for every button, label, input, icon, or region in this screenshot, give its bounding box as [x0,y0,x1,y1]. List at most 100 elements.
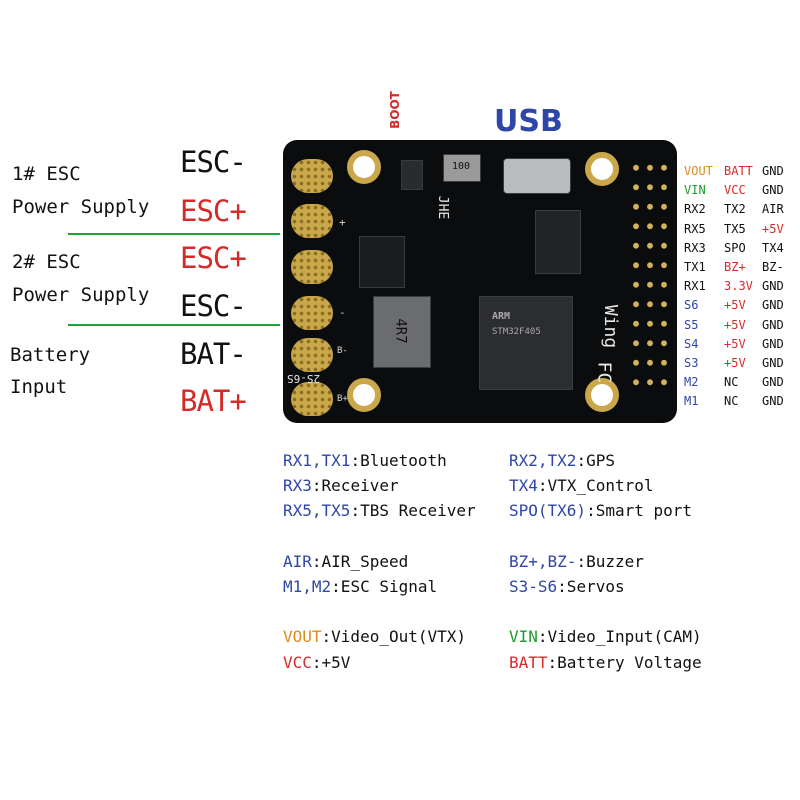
pin-label: +5V [724,336,746,351]
pin-label: RX5 [684,221,706,236]
legend-tx4: TX4:VTX_Control [509,476,654,495]
legend-value: :+5V [311,653,351,672]
pin-label: AIR [762,202,784,217]
legend-key: RX3 [283,476,312,495]
pad-label-esc-minus-1: ESC- [180,145,247,179]
silk-brand: JHE [435,195,451,220]
pin-label: NC [724,375,739,390]
pin-label: RX3 [684,240,706,255]
pad-label-bat-plus: BAT+ [180,384,247,418]
pin-label: S5 [684,317,699,332]
mcu-brand: ARM [492,311,511,322]
legend-vin: VIN:Video_Input(CAM) [509,627,702,646]
solder-pad-bat-plus [291,382,333,416]
usb-connector [503,158,571,194]
legend-value: :Battery Voltage [547,653,702,672]
boot-label: BOOT [388,91,402,129]
legend-vcc: VCC:+5V [283,653,350,672]
pin-row: S3 +5V GND [684,356,800,376]
pad-label-esc-minus-2: ESC- [180,289,247,323]
legend-batt: BATT:Battery Voltage [509,653,702,672]
pin-label: TX5 [724,221,746,236]
legend-value: :Servos [557,577,625,596]
pin-label: GND [762,279,784,294]
solder-pad-bat-minus [291,338,333,372]
legend-key: AIR [283,552,312,571]
pin-label: RX1 [684,279,706,294]
pin-label: 3.3V [724,279,753,294]
pin-label: M1 [684,394,699,409]
battery-label-line2: Input [10,376,68,398]
mcu-model: STM32F405 [492,327,541,337]
pin-label: S6 [684,298,699,313]
legend-value: :Receiver [311,476,399,495]
voltage-regulator [359,236,405,288]
legend-key: M1,M2 [283,577,332,596]
silk-minus: - [339,306,346,319]
separator-line-2 [68,324,280,326]
legend-value: :Bluetooth [350,451,447,470]
mount-hole-top-left [347,150,381,184]
silk-bat-plus: B+ [337,394,348,404]
pin-label: NC [724,394,739,409]
battery-label-line1: Battery [10,344,91,366]
pin-label: S3 [684,356,699,370]
pin-label: BZ+ [724,260,746,274]
legend-value: :GPS [576,451,615,470]
silk-plus: + [339,216,346,229]
pad-label-esc-plus-1: ESC+ [180,194,247,228]
legend-value: :Video_Input(CAM) [537,627,702,646]
pin-label: +5V [762,221,784,236]
pin-label: TX1 [684,260,706,274]
legend-key: SPO(TX6) [509,501,587,520]
pin-label: VCC [724,183,746,198]
legend-rx5-tx5: RX5,TX5:TBS Receiver [283,501,476,520]
esc1-label-line1: 1# ESC [12,163,81,185]
legend-value: :Smart port [586,501,693,520]
legend-key: VOUT [283,627,322,646]
legend-value: :Buzzer [576,552,644,571]
legend-value: :Video_Out(VTX) [321,627,467,646]
inductor-4r7: 4R7 [373,296,431,368]
legend-key: VIN [509,627,538,646]
pin-label: RX2 [684,202,706,217]
legend-m1-m2: M1,M2:ESC Signal [283,577,437,596]
pin-header-grid [629,158,671,394]
pin-label: +5V [724,356,746,370]
solder-pad-esc-minus-1 [291,159,333,193]
legend-s3-s6: S3-S6:Servos [509,577,625,596]
pin-row: TX1 BZ+ BZ- [684,260,800,280]
pin-label: +5V [724,298,746,313]
silk-bat-minus: B- [337,346,348,356]
pin-label: GND [762,356,784,370]
pin-label: GND [762,336,784,351]
legend-rx1-tx1: RX1,TX1:Bluetooth [283,451,447,470]
silk-fc: FC [593,361,615,384]
inductor-4r7-label: 4R7 [392,318,409,344]
osd-chip [535,210,581,274]
solder-pad-esc-minus-2 [291,296,333,330]
legend-key: S3-S6 [509,577,558,596]
pin-label: BATT [724,164,753,178]
inductor-100-label: 100 [452,161,471,172]
pin-label: GND [762,298,784,313]
legend-spo: SPO(TX6):Smart port [509,501,692,520]
separator-line-1 [68,233,280,235]
legend-rx3: RX3:Receiver [283,476,399,495]
silk-wing: Wing [600,304,622,349]
pin-label: GND [762,317,784,332]
mount-hole-top-right [585,152,619,186]
legend-key: BZ+,BZ- [509,552,577,571]
pin-label: GND [762,183,784,198]
pin-label: BZ- [762,260,784,274]
pad-label-esc-plus-2: ESC+ [180,241,247,275]
pin-row: RX5 TX5 +5V [684,222,800,242]
legend-air: AIR:AIR_Speed [283,552,408,571]
esc2-label-line2: Power Supply [12,284,150,306]
